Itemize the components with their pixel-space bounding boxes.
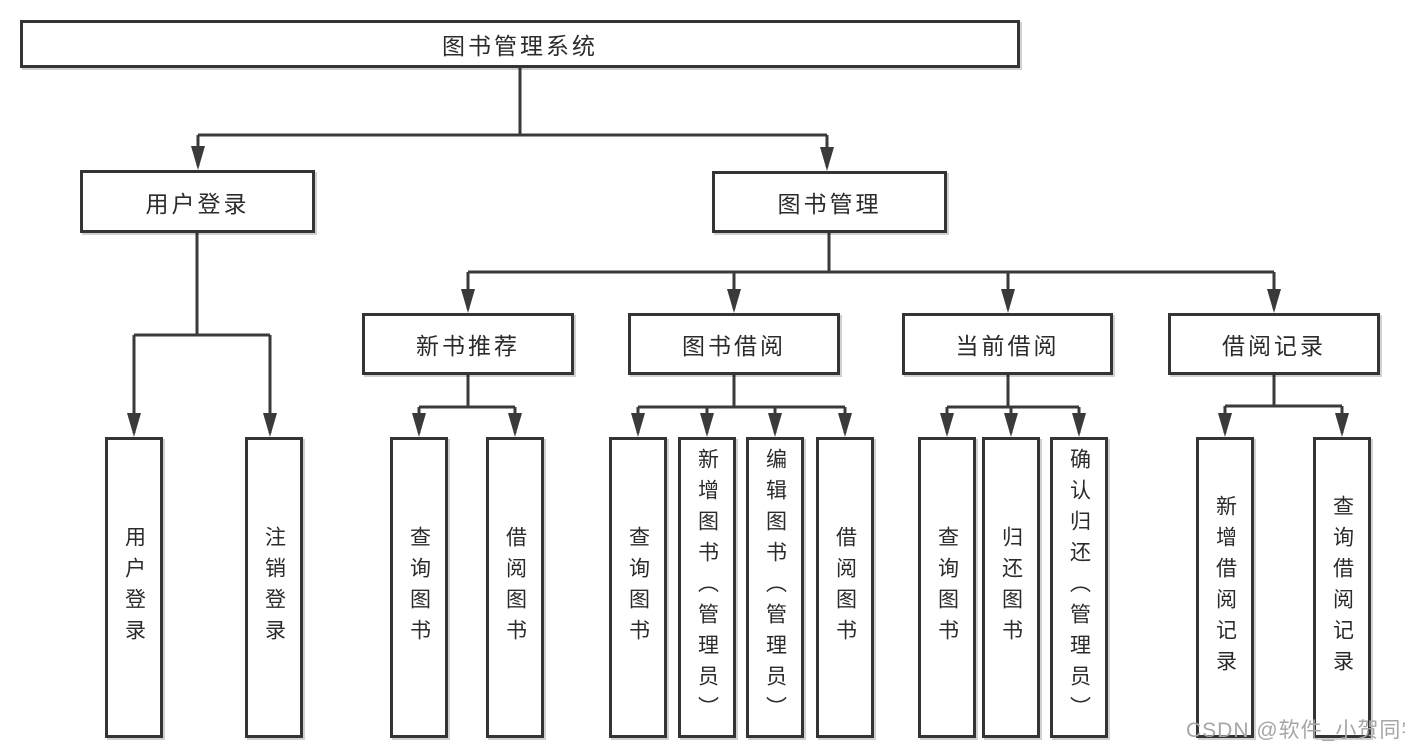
node-book-management-label: 图书管理: [777, 191, 882, 217]
leaf-borrowing-query-books: 查询图书: [609, 437, 667, 738]
leaf-borrowing-borrow-books-label: 借阅图书: [833, 525, 857, 650]
leaf-newbook-query-books: 查询图书: [390, 437, 448, 738]
leaf-return-books: 归还图书: [982, 437, 1040, 738]
node-root: 图书管理系统: [20, 20, 1020, 68]
leaf-add-borrow-record-label: 新增借阅记录: [1213, 494, 1237, 681]
leaf-current-query-books: 查询图书: [918, 437, 976, 738]
node-borrowing-records-label: 借阅记录: [1222, 333, 1326, 359]
node-book-borrowing: 图书借阅: [628, 313, 840, 375]
node-current-borrowing: 当前借阅: [902, 313, 1113, 375]
leaf-query-borrow-record: 查询借阅记录: [1313, 437, 1371, 738]
leaf-confirm-return-admin: 确认归还（管理员）: [1050, 437, 1108, 738]
csdn-watermark: CSDN @软件_小贺同学: [1186, 719, 1405, 742]
node-book-borrowing-label: 图书借阅: [682, 333, 786, 359]
leaf-edit-book-admin-label: 编辑图书（管理员）: [763, 448, 787, 727]
leaf-add-book-admin-label: 新增图书（管理员）: [695, 448, 719, 727]
leaf-borrowing-query-books-label: 查询图书: [626, 525, 650, 650]
leaf-borrowing-borrow-books: 借阅图书: [816, 437, 874, 738]
leaf-return-books-label: 归还图书: [999, 525, 1023, 650]
leaf-newbook-query-books-label: 查询图书: [407, 525, 431, 650]
node-user-login: 用户登录: [80, 170, 315, 233]
leaf-confirm-return-admin-label: 确认归还（管理员）: [1067, 448, 1091, 727]
leaf-logout-label: 注销登录: [262, 525, 286, 650]
leaf-newbook-borrow-books: 借阅图书: [486, 437, 544, 738]
leaf-current-query-books-label: 查询图书: [935, 525, 959, 650]
leaf-query-borrow-record-label: 查询借阅记录: [1330, 494, 1354, 681]
leaf-user-login: 用户登录: [105, 437, 163, 738]
leaf-edit-book-admin: 编辑图书（管理员）: [746, 437, 804, 738]
leaf-add-borrow-record: 新增借阅记录: [1196, 437, 1254, 738]
node-user-login-label: 用户登录: [145, 190, 250, 217]
leaf-newbook-borrow-books-label: 借阅图书: [503, 525, 527, 650]
node-root-label: 图书管理系统: [442, 33, 598, 59]
node-new-book-recommend: 新书推荐: [362, 313, 574, 375]
leaf-user-login-label: 用户登录: [122, 525, 146, 650]
node-current-borrowing-label: 当前借阅: [955, 333, 1060, 359]
leaf-logout: 注销登录: [245, 437, 303, 738]
node-borrowing-records: 借阅记录: [1168, 313, 1380, 375]
node-book-management: 图书管理: [712, 171, 947, 233]
leaf-add-book-admin: 新增图书（管理员）: [678, 437, 736, 738]
node-new-book-recommend-label: 新书推荐: [416, 333, 520, 359]
